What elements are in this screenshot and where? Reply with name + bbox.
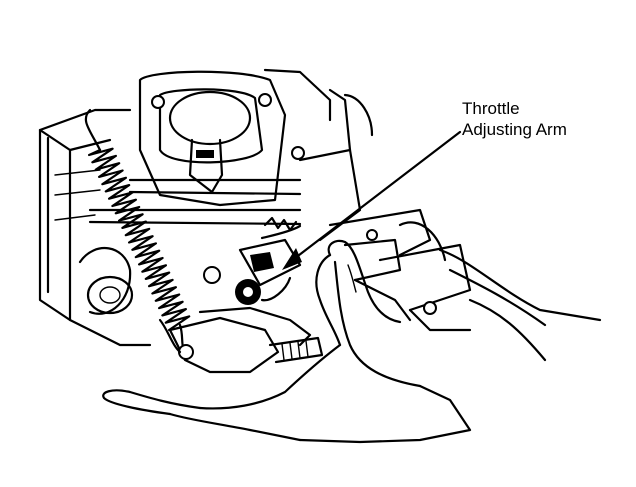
- hand-illustration: [102, 239, 472, 444]
- small-spring: [260, 216, 302, 240]
- spring-coil: [88, 147, 191, 332]
- callout-label: Throttle Adjusting Arm: [462, 98, 567, 140]
- callout-leader: [282, 130, 462, 270]
- throttle-adjusting-arm: [203, 238, 302, 305]
- callout-line-2: Adjusting Arm: [462, 120, 567, 139]
- callout-line-1: Throttle: [462, 99, 520, 118]
- hoses-wires: [328, 208, 602, 362]
- carburetor-body: [38, 108, 152, 347]
- throttle-lever: [158, 306, 324, 374]
- spring-illustration: [84, 108, 191, 355]
- spring-hook-top: [84, 108, 102, 152]
- air-horn: [138, 68, 332, 207]
